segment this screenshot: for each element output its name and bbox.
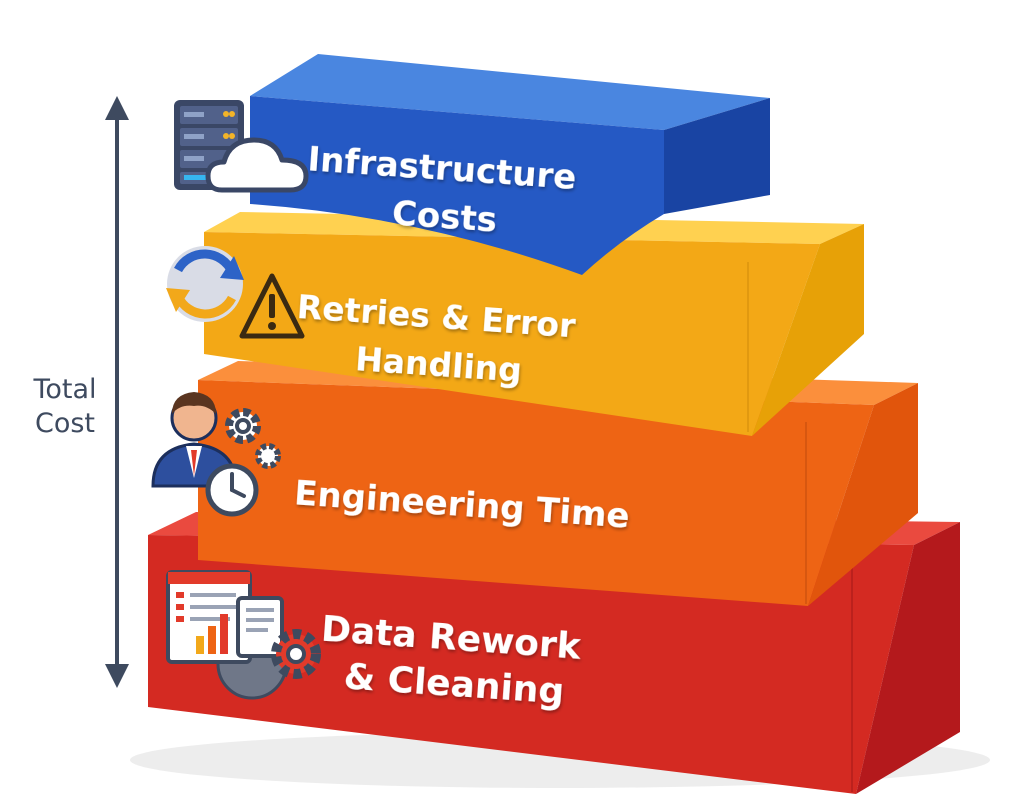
engineer-gear-clock-icon <box>151 392 281 517</box>
total-cost-label-line2: Cost <box>34 408 96 439</box>
server-cloud-icon <box>174 100 309 193</box>
layer-infrastructure-top <box>250 54 770 130</box>
layer-infrastructure: Infrastructure Costs <box>250 54 770 275</box>
layer-engineering-time-front <box>198 380 874 606</box>
layer-infrastructure-side <box>664 98 770 214</box>
retry-warning-icon <box>166 246 305 339</box>
layer-data-rework-side <box>856 522 960 794</box>
layer-engineering-time-side <box>808 383 918 606</box>
layer-retries-front <box>204 232 820 436</box>
total-cost-label-line1: Total <box>33 374 97 405</box>
layer-retries-error-handling: Retries & Error Handling <box>204 212 864 436</box>
total-cost-label: Total Cost <box>22 373 108 441</box>
layer-retries-side <box>752 224 864 436</box>
layer-data-rework-front <box>148 535 914 794</box>
layer-infrastructure-front <box>250 96 664 275</box>
report-chart-gear-icon <box>166 570 321 700</box>
layer-infrastructure-label-line2: Costs <box>391 193 499 240</box>
